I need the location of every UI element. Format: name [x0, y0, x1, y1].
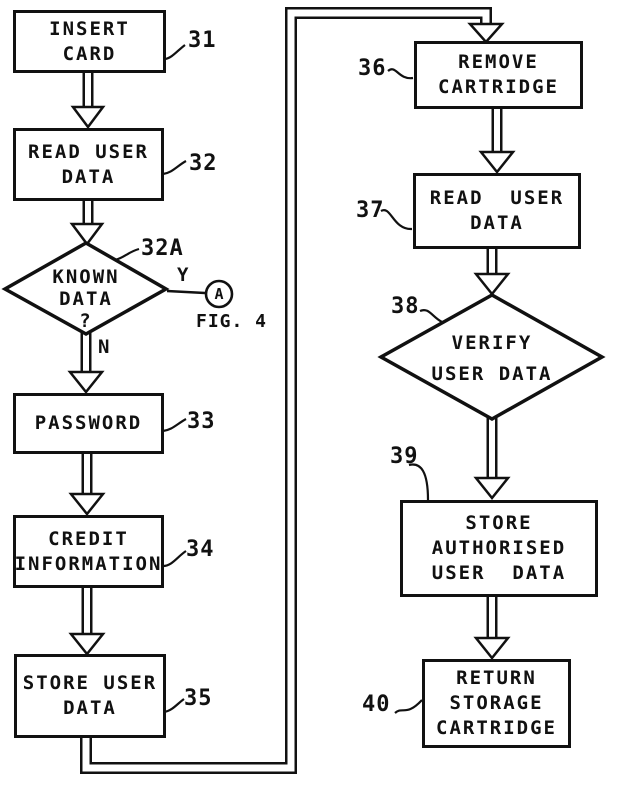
ref-numeral-32a: 32A	[141, 236, 184, 261]
arrow-36-37	[478, 107, 516, 175]
arrow-33-34	[68, 454, 106, 517]
arrow-31-32	[70, 73, 106, 130]
box-text-line: DATA	[63, 697, 117, 719]
offpage-figure-reference: FIG. 4	[196, 311, 268, 332]
arrow-38-39	[473, 417, 511, 501]
flow-box-insert-card: INSERT CARD	[13, 10, 166, 73]
box-text-line: READ USER	[429, 187, 565, 209]
ref-numeral-34: 34	[186, 537, 215, 562]
arrow-37-38	[473, 247, 511, 297]
flow-box-store-authorised-user-data: STORE AUTHORISED USER DATA	[400, 500, 598, 597]
connector-35-to-36	[80, 7, 505, 774]
box-text-line: RETURN	[456, 667, 537, 689]
diamond-text-line: USER DATA	[431, 363, 553, 385]
arrow-39-40	[473, 595, 511, 661]
leader-32a	[114, 247, 140, 262]
decision-verify-user-data-shape	[377, 292, 606, 422]
offpage-connector-circle	[204, 279, 234, 309]
leader-35	[163, 698, 185, 714]
yes-branch-line	[166, 289, 206, 295]
flow-box-return-storage-cartridge: RETURN STORAGE CARTRIDGE	[422, 659, 571, 748]
ref-numeral-36: 36	[358, 56, 387, 81]
ref-numeral-33: 33	[187, 409, 216, 434]
ref-numeral-40: 40	[362, 692, 391, 717]
leader-36	[387, 68, 414, 80]
leader-40	[394, 699, 423, 714]
leader-38	[419, 309, 443, 323]
yes-branch-label: Y	[177, 264, 189, 286]
ref-numeral-32: 32	[189, 151, 218, 176]
ref-numeral-38: 38	[391, 294, 420, 319]
box-text-line: INSERT	[49, 17, 130, 40]
box-text-line: STORE USER	[22, 672, 158, 694]
box-text-line: USER DATA	[431, 562, 567, 584]
ref-numeral-35: 35	[184, 686, 213, 711]
diamond-text-line: ?	[79, 310, 93, 332]
leader-37	[380, 208, 413, 231]
leader-31	[164, 44, 186, 61]
offpage-connector-label: A	[214, 285, 224, 303]
box-text-line: CARTRIDGE	[436, 717, 557, 739]
ref-numeral-37: 37	[356, 198, 385, 223]
ref-numeral-39: 39	[390, 444, 419, 469]
diamond-text-line: DATA	[59, 288, 113, 310]
box-text-line: CARD	[62, 42, 117, 65]
ref-numeral-31: 31	[188, 28, 217, 53]
box-text-line: STORE	[465, 512, 533, 534]
arrow-34-35	[68, 588, 106, 657]
box-text-line: REMOVE	[458, 51, 539, 73]
box-text-line: CARTRIDGE	[438, 76, 559, 98]
box-text-line: READ USER	[28, 140, 149, 163]
diamond-text-line: KNOWN	[52, 266, 120, 288]
flow-box-store-user-data: STORE USER DATA	[14, 654, 166, 738]
box-text-line: AUTHORISED	[431, 537, 567, 559]
flow-box-credit-information: CREDIT INFORMATION	[13, 515, 164, 588]
leader-33	[162, 418, 187, 433]
box-text-line: DATA	[470, 212, 524, 234]
arrow-32a-33-no-branch	[67, 333, 105, 395]
box-text-line: PASSWORD	[34, 412, 143, 434]
leader-34	[162, 550, 187, 568]
flow-box-password: PASSWORD	[13, 393, 164, 454]
box-text-line: STORAGE	[449, 692, 544, 714]
decision-known-data-text: KNOWN DATA ?	[16, 266, 156, 332]
no-branch-label: N	[98, 336, 110, 358]
flow-box-read-user-data-2: READ USER DATA	[413, 173, 581, 249]
box-text-line: CREDIT	[48, 527, 129, 550]
leader-32	[162, 160, 187, 176]
diamond-text-line: VERIFY	[451, 332, 533, 354]
decision-known-data-shape	[1, 240, 170, 337]
flow-box-read-user-data-1: READ USER DATA	[13, 128, 164, 201]
arrow-32-32a	[69, 201, 105, 247]
leader-39	[408, 463, 430, 501]
box-text-line: DATA	[61, 165, 116, 188]
box-text-line: INFORMATION	[14, 552, 163, 575]
flow-box-remove-cartridge: REMOVE CARTRIDGE	[414, 41, 583, 109]
decision-verify-user-data-text: VERIFY USER DATA	[391, 328, 593, 390]
